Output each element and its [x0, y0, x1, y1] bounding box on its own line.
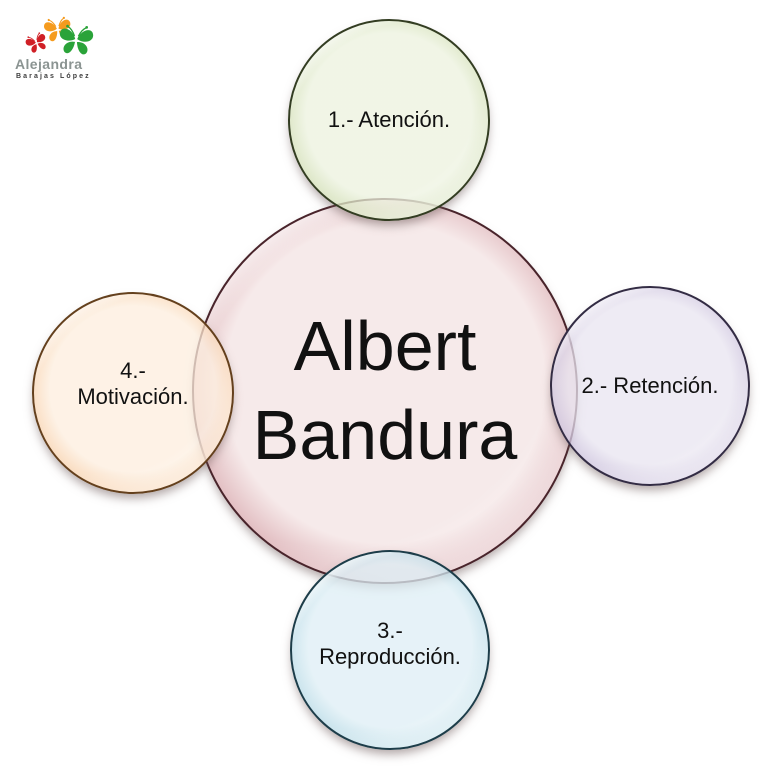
butterflies-logo-icon [23, 15, 95, 56]
label-atencion: 1.- Atención. [327, 106, 451, 132]
butterfly-icon-red [23, 30, 50, 55]
butterfly-icon-green [57, 23, 95, 56]
label-reproduccion: 3.- Reproducción. [319, 617, 461, 669]
label-motivacion: 4.- Motivación. [77, 357, 189, 409]
circle-reproduccion: 3.- Reproducción. [290, 550, 490, 750]
circle-motivacion: 4.- Motivación. [32, 292, 234, 494]
circle-albert-bandura: Albert Bandura [192, 198, 578, 584]
center-label: Albert Bandura [253, 302, 518, 480]
circle-retencion: 2.- Retención. [550, 286, 750, 486]
logo-name: Alejandra [15, 56, 83, 72]
center-label-line2: Bandura [252, 396, 518, 474]
circle-atencion: 1.- Atención. [288, 19, 490, 221]
label-retencion: 2.- Retención. [581, 372, 719, 398]
center-label-line1: Albert [293, 307, 477, 385]
logo-subtitle: Barajas López [16, 73, 91, 80]
logo-alejandra: Alejandra Barajas López [14, 4, 124, 80]
